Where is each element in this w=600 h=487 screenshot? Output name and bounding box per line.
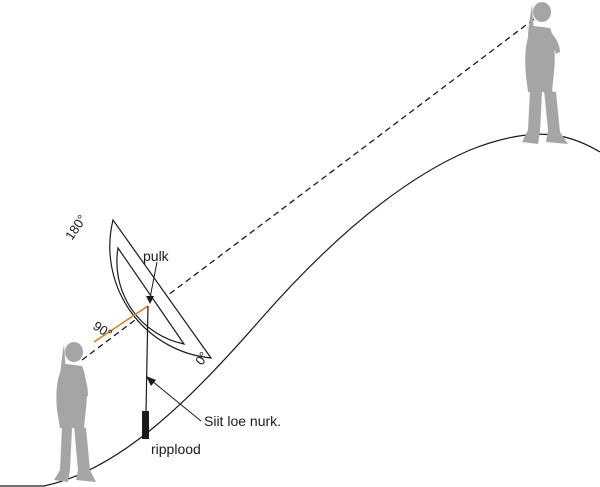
angle-90-marker [93,305,149,343]
hill-profile [0,133,600,487]
scale-label-90: 90° [90,318,115,341]
read-angle-pointer [151,380,202,422]
sight-line [81,12,543,361]
label-stick: pulk [143,248,170,264]
plumb-line [145,305,149,413]
scale-label-180: 180° [62,212,89,243]
protractor [109,218,213,359]
label-plumb-bob: ripplood [151,441,201,457]
stick-pointer [149,261,158,299]
read-angle-pointer-arrowhead [146,376,156,386]
protractor-outer [109,218,213,359]
plumb-bob-weight [142,411,149,439]
observer-person-icon [54,342,96,482]
stick-pointer-arrowhead [146,296,154,304]
target-person-icon [522,2,568,144]
label-read-angle: Siit loe nurk. [204,413,281,429]
